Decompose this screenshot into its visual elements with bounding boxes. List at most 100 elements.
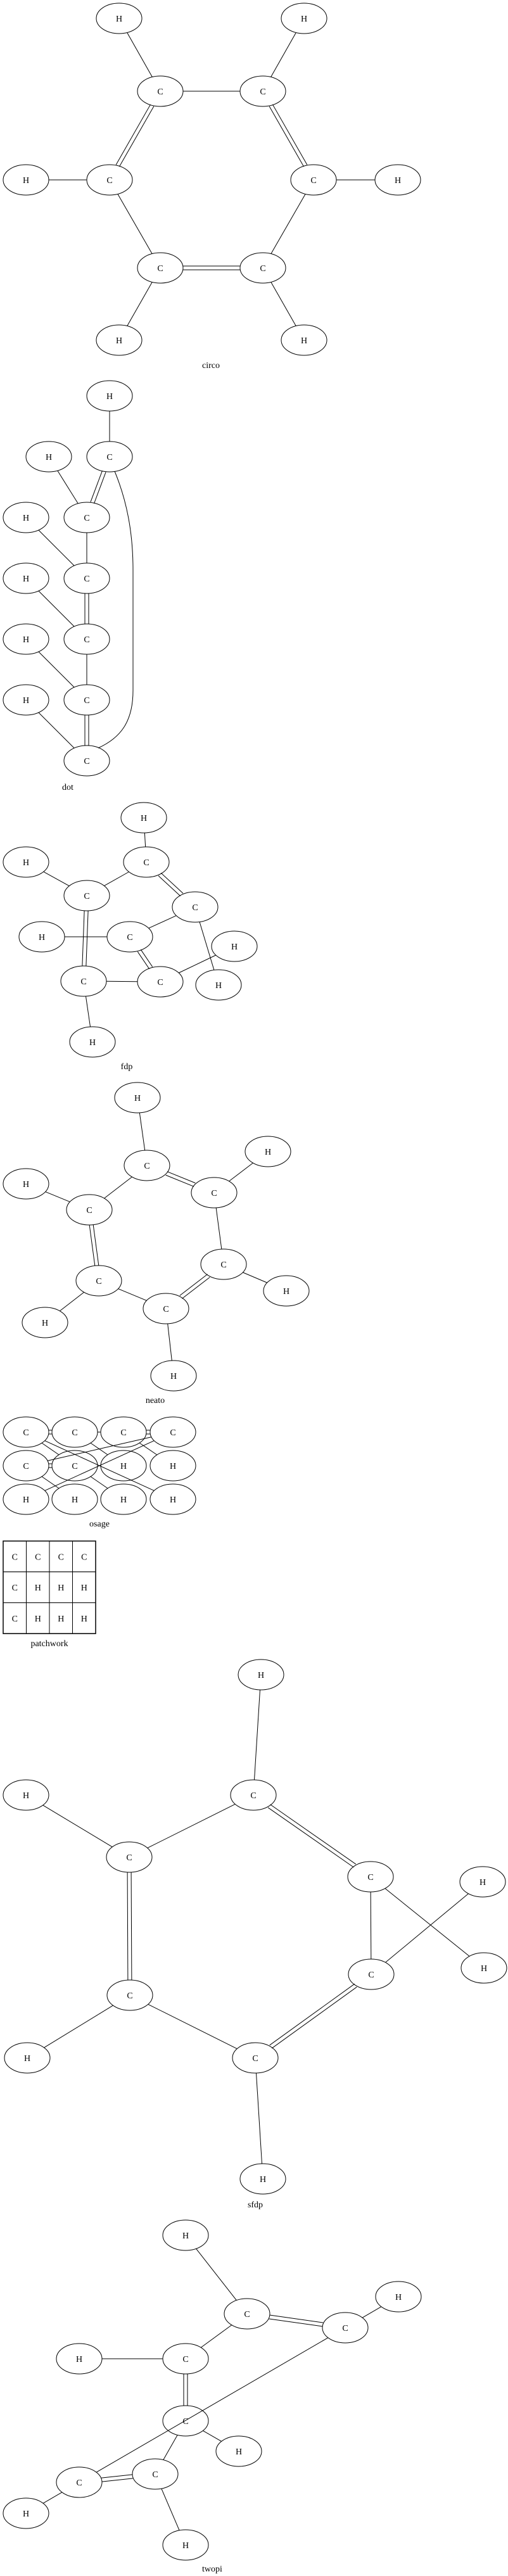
atom-label: H bbox=[265, 1148, 271, 1157]
bond-edge bbox=[45, 1191, 70, 1202]
atom-label: H bbox=[395, 2293, 402, 2302]
double-bond-edge bbox=[137, 951, 150, 970]
bond-edge bbox=[256, 2072, 262, 2164]
atom-node bbox=[375, 2281, 422, 2313]
double-bond-edge bbox=[160, 872, 184, 894]
atom-node bbox=[3, 623, 49, 655]
bond-edge bbox=[229, 1162, 253, 1182]
bond-edge bbox=[243, 1272, 267, 1283]
atom-label: C bbox=[84, 892, 89, 901]
atom-label: H bbox=[170, 1495, 176, 1505]
atom-node bbox=[195, 969, 242, 1001]
patchwork-cell-label: H bbox=[58, 1583, 64, 1593]
atom-label: C bbox=[250, 1791, 256, 1801]
atom-node bbox=[106, 921, 153, 953]
bond-edge bbox=[96, 2337, 329, 2473]
atom-label: H bbox=[106, 392, 113, 402]
atom-node bbox=[459, 1866, 506, 1898]
atom-node bbox=[86, 441, 133, 473]
atom-label: C bbox=[157, 978, 163, 987]
atom-node bbox=[3, 2497, 49, 2529]
atom-node bbox=[120, 802, 167, 834]
double-bond-edge bbox=[101, 2478, 133, 2482]
atom-node bbox=[137, 75, 184, 107]
atom-node bbox=[239, 75, 286, 107]
atom-label: H bbox=[141, 814, 147, 823]
atom-node bbox=[100, 1416, 147, 1448]
bond-edge bbox=[57, 470, 79, 504]
graph-label: neato bbox=[146, 1396, 165, 1405]
atom-label: H bbox=[23, 176, 29, 186]
bond-edge bbox=[85, 996, 91, 1027]
patchwork-cell bbox=[3, 1540, 27, 1573]
atom-label: C bbox=[80, 977, 86, 987]
atom-label: H bbox=[23, 858, 29, 868]
patchwork-cell-label: H bbox=[81, 1583, 87, 1593]
atom-label: H bbox=[481, 1964, 487, 1974]
atom-label: C bbox=[182, 2355, 188, 2364]
atom-label: H bbox=[23, 514, 29, 523]
double-bond-edge bbox=[270, 1804, 357, 1865]
atom-label: H bbox=[46, 453, 52, 462]
atom-node bbox=[149, 1450, 196, 1482]
atom-node bbox=[124, 1150, 170, 1181]
atom-label: H bbox=[182, 2541, 189, 2551]
bond-edge bbox=[44, 1440, 155, 1491]
bond-edge bbox=[90, 1476, 108, 1489]
atom-label: H bbox=[301, 15, 307, 24]
patchwork-cell bbox=[26, 1540, 50, 1573]
atom-node bbox=[3, 1168, 49, 1200]
double-bond-edge bbox=[167, 1171, 196, 1184]
patchwork-border bbox=[3, 1540, 96, 1634]
bond-edge bbox=[163, 2435, 178, 2460]
atom-label: C bbox=[84, 635, 89, 645]
bond-edge bbox=[41, 1476, 60, 1489]
atom-label: H bbox=[116, 15, 122, 24]
bond-edge bbox=[196, 2248, 237, 2301]
atom-node bbox=[281, 3, 327, 34]
patchwork-cell bbox=[72, 1571, 96, 1603]
atom-node bbox=[3, 164, 49, 196]
double-bond-edge bbox=[182, 1277, 210, 1299]
atom-node bbox=[63, 502, 110, 533]
atom-label: C bbox=[143, 858, 149, 868]
atom-label: H bbox=[479, 1878, 486, 1888]
graph-label: sfdp bbox=[248, 2200, 263, 2210]
graph-label: circo bbox=[202, 361, 220, 371]
bond-edge bbox=[362, 2306, 382, 2318]
atom-node bbox=[263, 1275, 310, 1307]
atom-node bbox=[347, 1861, 394, 1893]
patchwork-cell bbox=[49, 1602, 73, 1634]
atom-label: C bbox=[157, 87, 163, 97]
atom-node bbox=[132, 2458, 179, 2490]
patchwork-cell-label: C bbox=[12, 1615, 18, 1624]
bond-edge bbox=[384, 1888, 470, 1957]
atom-node bbox=[3, 562, 49, 594]
atom-label: H bbox=[23, 574, 29, 584]
bond-edge bbox=[270, 282, 296, 326]
atom-node bbox=[143, 1293, 189, 1324]
atom-label: C bbox=[310, 176, 316, 186]
atom-label: C bbox=[157, 264, 163, 274]
atom-label: C bbox=[152, 2470, 158, 2480]
atom-label: H bbox=[23, 1180, 29, 1190]
bond-edge bbox=[147, 1803, 236, 1849]
atom-node bbox=[3, 1483, 49, 1515]
atom-node bbox=[3, 502, 49, 533]
atom-node bbox=[149, 1483, 196, 1515]
atom-label: C bbox=[76, 2478, 82, 2488]
atom-label: C bbox=[84, 696, 89, 706]
bond-edge bbox=[200, 2325, 232, 2348]
atom-label: H bbox=[134, 1094, 141, 1103]
atom-node bbox=[162, 2343, 209, 2375]
atom-label: H bbox=[23, 1495, 29, 1505]
bond-edge bbox=[118, 1288, 147, 1301]
atom-label: C bbox=[127, 933, 132, 942]
bond-edge bbox=[104, 872, 129, 886]
double-bond-edge bbox=[269, 2314, 324, 2323]
atom-node bbox=[100, 1483, 147, 1515]
atom-node bbox=[114, 1082, 161, 1114]
atom-label: H bbox=[301, 336, 307, 346]
bond-edge bbox=[98, 471, 134, 749]
